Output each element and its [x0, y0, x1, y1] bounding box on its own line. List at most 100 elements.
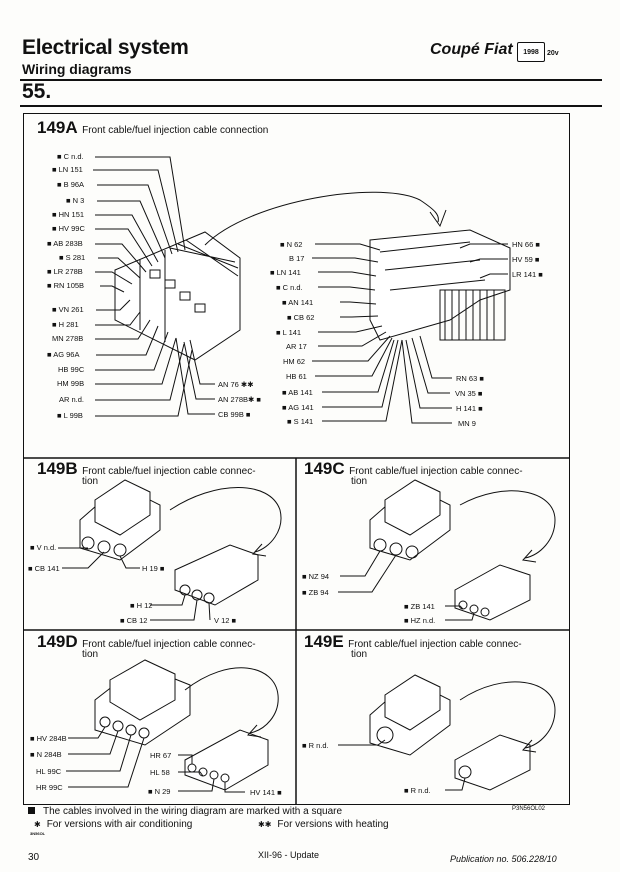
diagram-149e-desc-cont: tion — [351, 649, 368, 660]
wire-label: ■ NZ 94 — [302, 572, 330, 581]
update-note: XII-96 - Update — [258, 850, 320, 860]
wire-label: ■ AB 283B — [47, 239, 83, 248]
diagram-149a-header: 149A Front cable/fuel injection cable co… — [37, 118, 268, 138]
diagram-149a-desc: Front cable/fuel injection cable connect… — [82, 125, 269, 136]
section-number: 55. — [22, 80, 52, 103]
page-title: Electrical system — [22, 36, 189, 59]
wire-label: ■ N 284B — [30, 750, 62, 759]
wire-label: ■ B 96A — [57, 180, 85, 189]
wire-label: ■ N 3 — [66, 196, 85, 205]
wire-label: ■ C n.d. — [57, 152, 84, 161]
wire-label: ■ CB 62 — [287, 313, 315, 322]
diagram-149c-desc-cont: tion — [351, 476, 368, 487]
wire-label: ■ L 141 — [276, 328, 302, 337]
connector-149d — [66, 659, 279, 793]
connector-149c — [338, 479, 556, 621]
diagram-149d-header: 149D Front cable/fuel injection cable co… — [37, 633, 256, 650]
wire-label: ■ ZB 94 — [302, 588, 329, 597]
diagram-149d-desc: Front cable/fuel injection cable connec- — [82, 639, 256, 650]
wire-label: ■ HV 99C — [52, 224, 85, 233]
diagram-149d-number: 149D — [37, 632, 78, 651]
wire-label: ■ LR 278B — [47, 267, 83, 276]
wire-label: ■ R n.d. — [302, 741, 329, 750]
wire-label: ■ S 141 — [287, 417, 314, 426]
legend-heat-text: For versions with heating — [277, 819, 389, 830]
publication-number: Publication no. 506.228/10 — [450, 854, 557, 864]
legend-ac-text: For versions with air conditioning — [46, 819, 193, 830]
wire-label: AR 17 — [286, 342, 307, 351]
small-code: 3N56OL — [30, 831, 46, 836]
diagram-149b-desc-cont: tion — [82, 476, 99, 487]
diagram-149b-desc: Front cable/fuel injection cable connec- — [82, 466, 256, 477]
wire-label: ■ AG 141 — [282, 403, 314, 412]
wire-label: HB 61 — [286, 372, 307, 381]
wire-label: ■ CB 141 — [28, 564, 60, 573]
wire-label: ■ N 29 — [148, 787, 171, 796]
wire-label: HN 66 ■ — [512, 240, 540, 249]
section-rule — [20, 105, 602, 107]
page-number: 30 — [28, 852, 40, 863]
brand-name: Coupé Fiat — [430, 41, 513, 58]
wire-label: AN 278B✱ ■ — [218, 395, 261, 404]
wire-label: ■ S 281 — [59, 253, 86, 262]
wire-label: AR n.d. — [59, 395, 85, 404]
legend-square-text: The cables involved in the wiring diagra… — [43, 806, 343, 817]
wire-label: ■ AG 96A — [47, 350, 80, 359]
wire-label: MN 278B — [52, 334, 84, 343]
wire-label: HM 62 — [283, 357, 306, 366]
wire-label: HV 59 ■ — [512, 255, 540, 264]
wire-label: HR 99C — [36, 783, 63, 792]
diagram-149e-header: 149E Front cable/fuel injection cable co… — [304, 633, 522, 650]
wire-label: HR 67 — [150, 751, 172, 760]
wire-label: ■ AN 141 — [282, 298, 314, 307]
connector-149b — [58, 479, 282, 621]
wire-label: MN 9 — [458, 419, 476, 428]
header-rule — [20, 79, 602, 81]
wire-label: V 12 ■ — [214, 616, 237, 625]
connector-149a-left — [114, 231, 241, 361]
diagram-149b-header: 149B Front cable/fuel injection cable co… — [37, 460, 256, 477]
diagram-149d-desc-cont: tion — [82, 649, 99, 660]
wire-label: HB 99C — [58, 365, 85, 374]
wire-label: ■ HV 284B — [30, 734, 67, 743]
legend-ac: ✱For versions with air conditioning — [34, 819, 193, 830]
wire-label: ■ H 12 — [130, 601, 153, 610]
diagram-149c-number: 149C — [304, 459, 345, 478]
brand-suffix: 20v — [547, 50, 559, 57]
wire-label: ■ HZ n.d. — [404, 616, 436, 625]
page-subtitle: Wiring diagrams — [22, 61, 132, 77]
wire-label: ■ L 99B — [57, 411, 83, 420]
diagram-149e-number: 149E — [304, 632, 344, 651]
wire-label: RN 63 ■ — [456, 374, 484, 383]
wire-label: ■ VN 261 — [52, 305, 84, 314]
wire-label: ■ RN 105B — [47, 281, 85, 290]
wire-label: ■ CB 12 — [120, 616, 148, 625]
diagram-149c-desc: Front cable/fuel injection cable connec- — [349, 466, 523, 477]
diagram-149b-number: 149B — [37, 459, 78, 478]
diagram-149c-header: 149C Front cable/fuel injection cable co… — [304, 460, 523, 477]
wire-label: CB 99B ■ — [218, 410, 251, 419]
wire-label: ■ HN 151 — [52, 210, 85, 219]
wire-label: ■ LN 151 — [52, 165, 83, 174]
legend-square: The cables involved in the wiring diagra… — [28, 806, 342, 817]
wire-label: ■ LN 141 — [270, 268, 301, 277]
wire-label: AN 76 ✱✱ — [218, 380, 254, 389]
wire-label: HL 58 — [150, 768, 170, 777]
legend-heat: ✱✱For versions with heating — [258, 819, 389, 830]
wire-label: H 19 ■ — [142, 564, 165, 573]
wire-label: ■ R n.d. — [404, 786, 431, 795]
wire-label: ■ V n.d. — [30, 543, 57, 552]
diagram-149a-number: 149A — [37, 118, 78, 137]
brand-badge: 1998 — [517, 42, 545, 62]
wire-label: ■ ZB 141 — [404, 602, 435, 611]
wire-label: HM 99B — [57, 379, 85, 388]
wire-label: HL 99C — [36, 767, 62, 776]
wire-label: H 141 ■ — [456, 404, 483, 413]
wire-label: B 17 — [289, 254, 305, 263]
wire-label: ■ N 62 — [280, 240, 303, 249]
connector-149a-right — [369, 229, 511, 341]
drawing-code: P3N56OL02 — [512, 806, 546, 812]
wire-label: HV 141 ■ — [250, 788, 282, 797]
wire-label: ■ C n.d. — [276, 283, 303, 292]
